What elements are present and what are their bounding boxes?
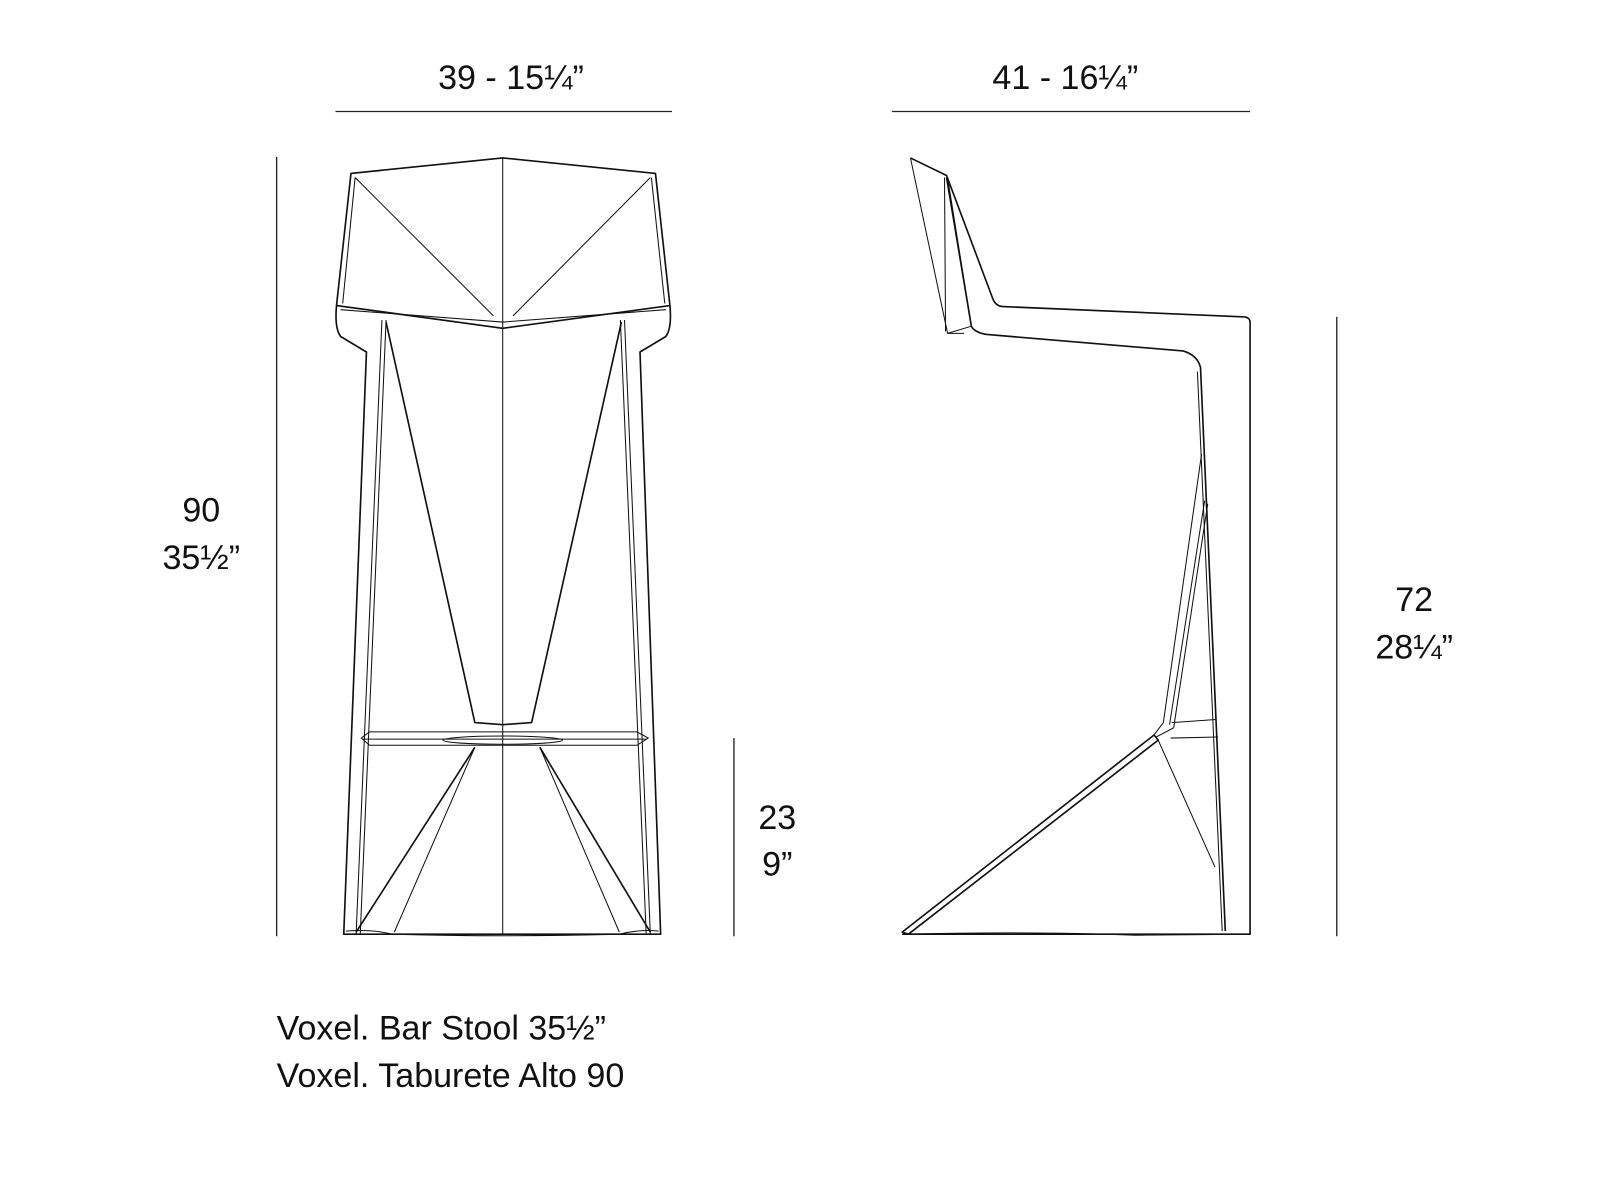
caption-english: Voxel. Bar Stool 35½”: [277, 1009, 606, 1047]
total-height-in: 35½”: [162, 539, 240, 577]
footrest-height-in: 9”: [762, 845, 792, 883]
side-view-stool: [901, 157, 1251, 936]
footrest-height-cm: 23: [758, 799, 796, 837]
front-view-stool: [335, 157, 672, 937]
total-height-cm: 90: [182, 491, 220, 529]
seat-height-cm: 72: [1395, 581, 1433, 619]
caption-spanish: Voxel. Taburete Alto 90: [277, 1057, 625, 1095]
front-width-label: 39 - 15¼”: [438, 59, 584, 97]
seat-height-in: 28¼”: [1375, 629, 1453, 667]
side-depth-label: 41 - 16¼”: [992, 59, 1138, 97]
